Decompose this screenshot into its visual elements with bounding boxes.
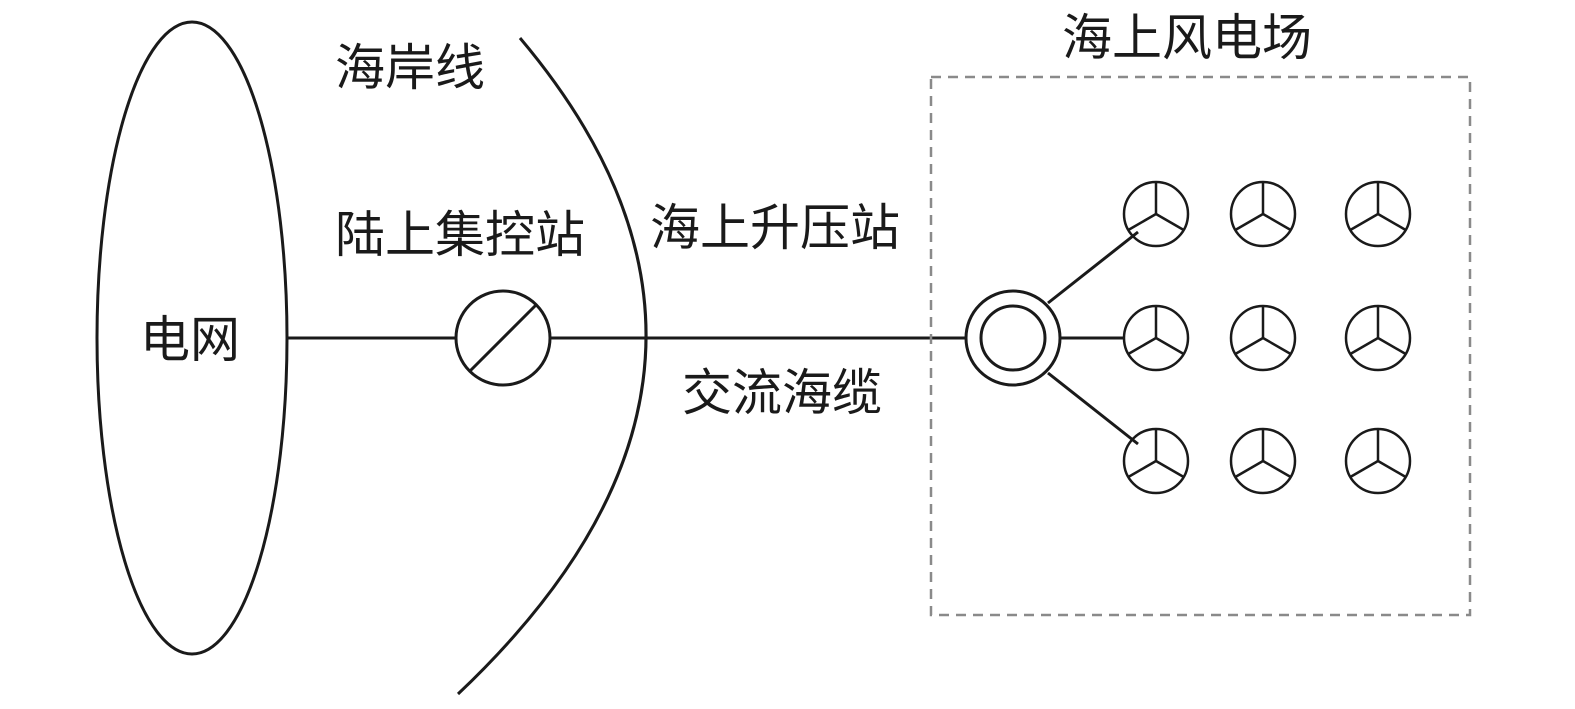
wind-farm-boundary — [929, 75, 1472, 617]
wind-farm-label: 海上风电场 — [1062, 9, 1312, 67]
wind-turbine-icon — [1344, 304, 1412, 372]
wind-turbine-icon — [1122, 304, 1190, 372]
offshore-substation-label: 海上升压站 — [650, 199, 900, 257]
coastline-curve — [456, 37, 648, 696]
wind-turbine-icon — [1229, 427, 1297, 495]
coastline-label: 海岸线 — [335, 39, 485, 97]
wind-turbine-grid — [1122, 180, 1412, 495]
collector-line-bottom — [1047, 371, 1139, 446]
onshore-station-label: 陆上集控站 — [335, 206, 585, 264]
wind-turbine-icon — [1229, 180, 1297, 248]
collector-line-top — [1047, 230, 1139, 305]
wind-turbine-icon — [1344, 180, 1412, 248]
wind-turbine-icon — [1229, 304, 1297, 372]
wind-turbine-icon — [1122, 427, 1190, 495]
ac-cable-label: 交流海缆 — [682, 364, 882, 422]
power-grid-label: 电网 — [140, 311, 240, 369]
onshore-station-symbol — [454, 289, 552, 387]
wind-turbine-icon — [1344, 427, 1412, 495]
wind-turbine-icon — [1122, 180, 1190, 248]
offshore-substation-symbol — [964, 289, 1062, 387]
